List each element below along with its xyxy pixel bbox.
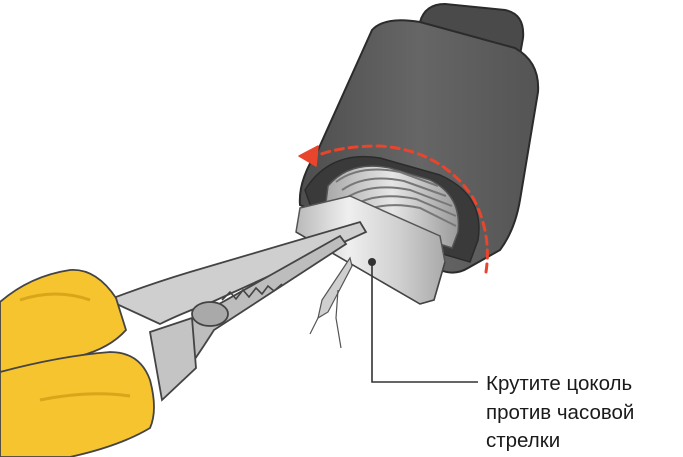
wire-3 [309,317,319,335]
pliers-icon [0,220,368,457]
socket-thread [325,165,460,249]
caption-line-1: Крутите цоколь [486,372,633,395]
lamp-socket-icon [295,2,540,349]
leader-line [371,262,478,383]
pliers-lower-handle [0,351,155,457]
wire-2 [335,289,342,349]
instruction-caption: Крутите цоколь против часовой стрелки [486,370,681,456]
caption-line-2: против часовой [486,400,635,424]
pliers-pivot [191,301,229,327]
pliers-upper-jaw [105,220,368,325]
caption-line-3: стрелки [486,429,561,452]
wire-1 [317,256,353,320]
counterclockwise-arrow-icon [298,144,489,274]
pliers-teeth [221,283,283,301]
